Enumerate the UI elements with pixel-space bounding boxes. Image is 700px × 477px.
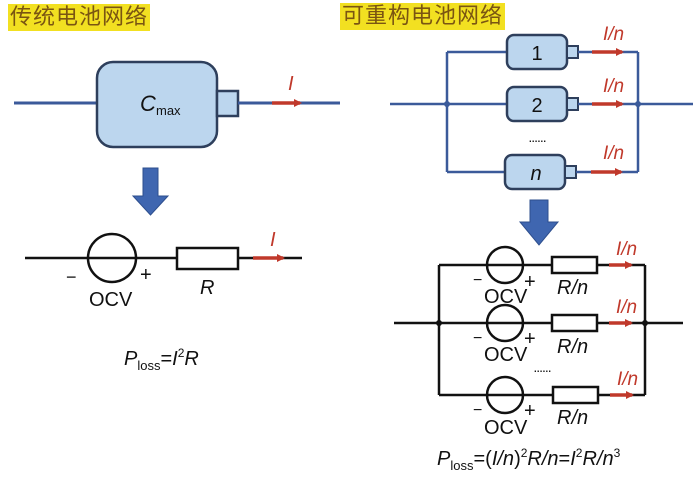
battery-branch-2: 2 I/n <box>447 76 638 123</box>
minus-sign: − <box>473 402 482 419</box>
current-label: I/n <box>603 76 624 97</box>
ocv-label: OCV <box>484 417 528 439</box>
loss-formula-traditional: Ploss=I2R <box>124 346 199 373</box>
battery-capacity-symbol: C <box>140 91 156 116</box>
formula-p: P <box>124 348 138 370</box>
battery-terminal <box>215 89 240 118</box>
ocv-label: OCV <box>484 344 528 366</box>
formula-open: =( <box>473 448 492 470</box>
battery-label: n <box>530 163 541 185</box>
formula-close: ) <box>514 448 521 470</box>
formula-sup2: 2 <box>576 446 583 460</box>
title-traditional-network: 传统电池网络 <box>8 4 151 31</box>
battery-label: 2 <box>531 95 542 117</box>
resistor-label: R <box>200 277 214 299</box>
ocv-label: OCV <box>89 289 133 311</box>
down-arrow-icon <box>131 167 170 216</box>
formula-sub: loss <box>137 358 161 373</box>
battery-terminal <box>566 45 579 59</box>
resistor-label: R/n <box>557 407 588 429</box>
ocv-source <box>485 245 525 285</box>
plus-sign: + <box>524 328 536 350</box>
battery-terminal <box>564 165 577 179</box>
battery-label: 1 <box>531 43 542 65</box>
formula-i-over-n: I/n <box>492 448 514 470</box>
formula-r-over-n2: R/n <box>582 448 613 470</box>
traditional-battery-group: I C max <box>14 60 340 149</box>
plus-sign: + <box>524 271 536 293</box>
circuit-branch-n: I/n − + OCV R/n <box>439 369 645 439</box>
current-label: I/n <box>603 24 624 45</box>
loss-formula-reconfigurable: Ploss=(I/n)2R/n=I2R/n3 <box>437 446 621 473</box>
battery-branch-n: n I/n <box>447 143 638 191</box>
plus-sign: + <box>524 400 536 422</box>
formula-sup1: 2 <box>521 446 528 460</box>
formula-p: P <box>437 448 451 470</box>
circuit-current-label: I <box>270 229 276 251</box>
resistor-r <box>175 246 240 271</box>
current-label: I <box>288 73 294 95</box>
current-label: I/n <box>617 369 638 390</box>
resistor-label: R/n <box>557 336 588 358</box>
resistor <box>550 313 599 333</box>
ocv-source <box>485 303 525 343</box>
minus-sign: − <box>473 272 482 289</box>
formula-sup: 2 <box>178 346 185 360</box>
ocv-label: OCV <box>484 286 528 308</box>
formula-eq2: = <box>559 448 571 470</box>
minus-sign: − <box>66 267 77 287</box>
ocv-source <box>485 375 525 415</box>
reconfigurable-battery-group: 1 I/n 2 I/n ...... n I/n <box>390 24 693 191</box>
formula-r-over-n: R/n <box>527 448 558 470</box>
circuit-ellipsis: ...... <box>533 359 550 375</box>
circuit-branch-2: I/n − + OCV R/n <box>439 297 645 366</box>
formula-i: I <box>172 348 178 370</box>
formula-sup3: 3 <box>614 446 621 460</box>
down-arrow-icon <box>518 199 560 246</box>
battery-capacity-subscript: max <box>156 103 181 118</box>
traditional-equivalent-circuit: I − + OCV R <box>25 229 302 311</box>
formula-i: I <box>570 448 576 470</box>
resistor <box>551 385 600 405</box>
ocv-source <box>86 232 138 284</box>
battery-terminal <box>566 97 579 111</box>
formula-sub: loss <box>450 458 474 473</box>
title-reconfigurable-network: 可重构电池网络 <box>340 3 506 30</box>
formula-r: R <box>184 348 198 370</box>
formula-eq: = <box>160 348 172 370</box>
current-label: I/n <box>603 143 624 164</box>
minus-sign: − <box>473 330 482 347</box>
plus-sign: + <box>140 264 152 286</box>
current-label: I/n <box>616 297 637 318</box>
circuit-branch-1: I/n − + OCV R/n <box>439 239 645 308</box>
ellipsis: ...... <box>528 129 545 145</box>
reconfigurable-equivalent-circuit: I/n − + OCV R/n I/n − + OCV R/n ...... <box>394 239 683 439</box>
battery-branch-1: 1 I/n <box>447 24 638 71</box>
resistor <box>550 255 599 275</box>
resistor-label: R/n <box>557 277 588 299</box>
current-label: I/n <box>616 239 637 260</box>
